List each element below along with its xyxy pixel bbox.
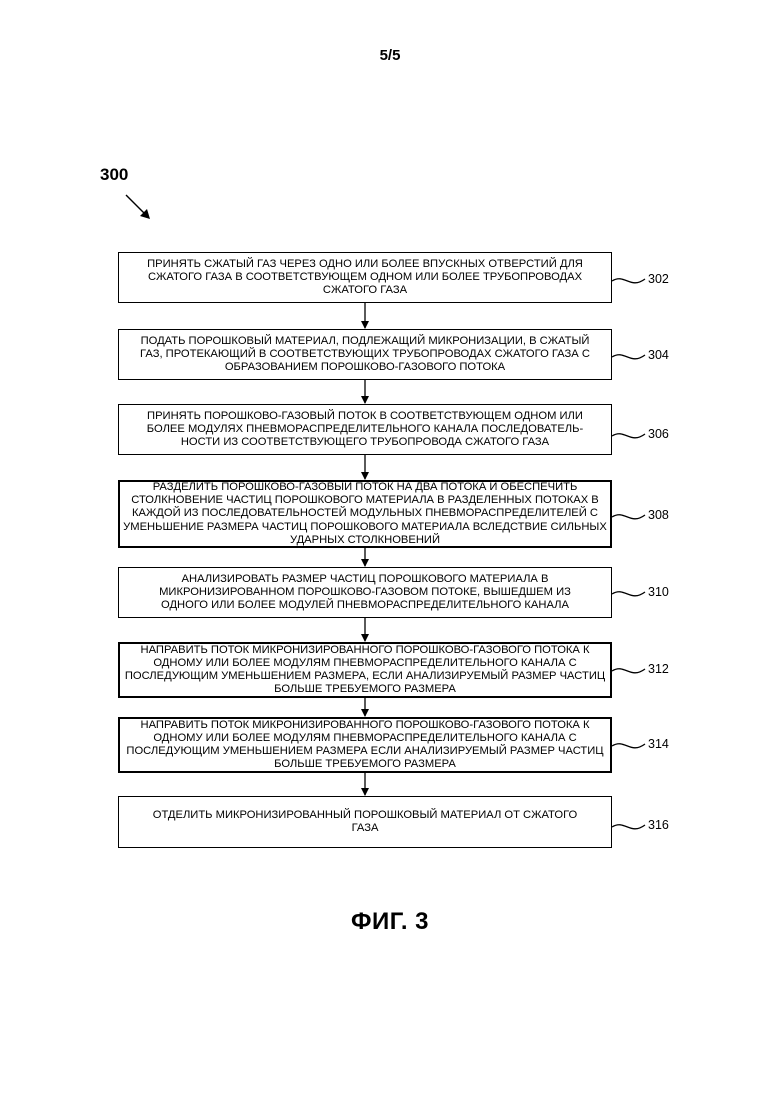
step-label-314: 314: [648, 737, 669, 751]
step-box-306: ПРИНЯТЬ ПОРОШКОВО-ГАЗОВЫЙ ПОТОК В СООТВЕ…: [118, 404, 612, 455]
step-label-310: 310: [648, 585, 669, 599]
step-box-304: ПОДАТЬ ПОРОШКОВЫЙ МАТЕРИАЛ, ПОДЛЕЖАЩИЙ М…: [118, 329, 612, 380]
step-label-306: 306: [648, 427, 669, 441]
step-label-304: 304: [648, 348, 669, 362]
leader-312: [612, 669, 645, 673]
leader-314: [612, 744, 645, 748]
leader-306: [612, 434, 645, 438]
leader-304: [612, 355, 645, 359]
step-box-308: РАЗДЕЛИТЬ ПОРОШКОВО-ГАЗОВЫЙ ПОТОК НА ДВА…: [118, 480, 612, 548]
step-label-302: 302: [648, 272, 669, 286]
leader-302: [612, 279, 645, 283]
step-text: ПРИНЯТЬ ПОРОШКОВО-ГАЗОВЫЙ ПОТОК В СООТВЕ…: [122, 410, 608, 449]
step-text: ПОДАТЬ ПОРОШКОВЫЙ МАТЕРИАЛ, ПОДЛЕЖАЩИЙ М…: [122, 335, 608, 374]
step-label-308: 308: [648, 508, 669, 522]
leader-316: [612, 825, 645, 829]
step-box-312: НАПРАВИТЬ ПОТОК МИКРОНИЗИРОВАННОГО ПОРОШ…: [118, 642, 612, 698]
step-text: РАЗДЕЛИТЬ ПОРОШКОВО-ГАЗОВЫЙ ПОТОК НА ДВА…: [123, 481, 607, 546]
step-box-316: ОТДЕЛИТЬ МИКРОНИЗИРОВАННЫЙ ПОРОШКОВЫЙ МА…: [118, 796, 612, 848]
step-text: НАПРАВИТЬ ПОТОК МИКРОНИЗИРОВАННОГО ПОРОШ…: [123, 644, 607, 696]
step-text: ПРИНЯТЬ СЖАТЫЙ ГАЗ ЧЕРЕЗ ОДНО ИЛИ БОЛЕЕ …: [122, 258, 608, 297]
leader-308: [612, 515, 645, 519]
step-text: АНАЛИЗИРОВАТЬ РАЗМЕР ЧАСТИЦ ПОРОШКОВОГО …: [122, 573, 608, 612]
step-box-310: АНАЛИЗИРОВАТЬ РАЗМЕР ЧАСТИЦ ПОРОШКОВОГО …: [118, 567, 612, 618]
step-box-302: ПРИНЯТЬ СЖАТЫЙ ГАЗ ЧЕРЕЗ ОДНО ИЛИ БОЛЕЕ …: [118, 252, 612, 303]
leader-310: [612, 592, 645, 596]
step-text: ОТДЕЛИТЬ МИКРОНИЗИРОВАННЫЙ ПОРОШКОВЫЙ МА…: [122, 809, 608, 835]
figure-caption: ФИГ. 3: [0, 908, 780, 936]
step-text: НАПРАВИТЬ ПОТОК МИКРОНИЗИРОВАННОГО ПОРОШ…: [123, 719, 607, 771]
step-label-312: 312: [648, 662, 669, 676]
step-label-316: 316: [648, 818, 669, 832]
step-box-314: НАПРАВИТЬ ПОТОК МИКРОНИЗИРОВАННОГО ПОРОШ…: [118, 717, 612, 773]
